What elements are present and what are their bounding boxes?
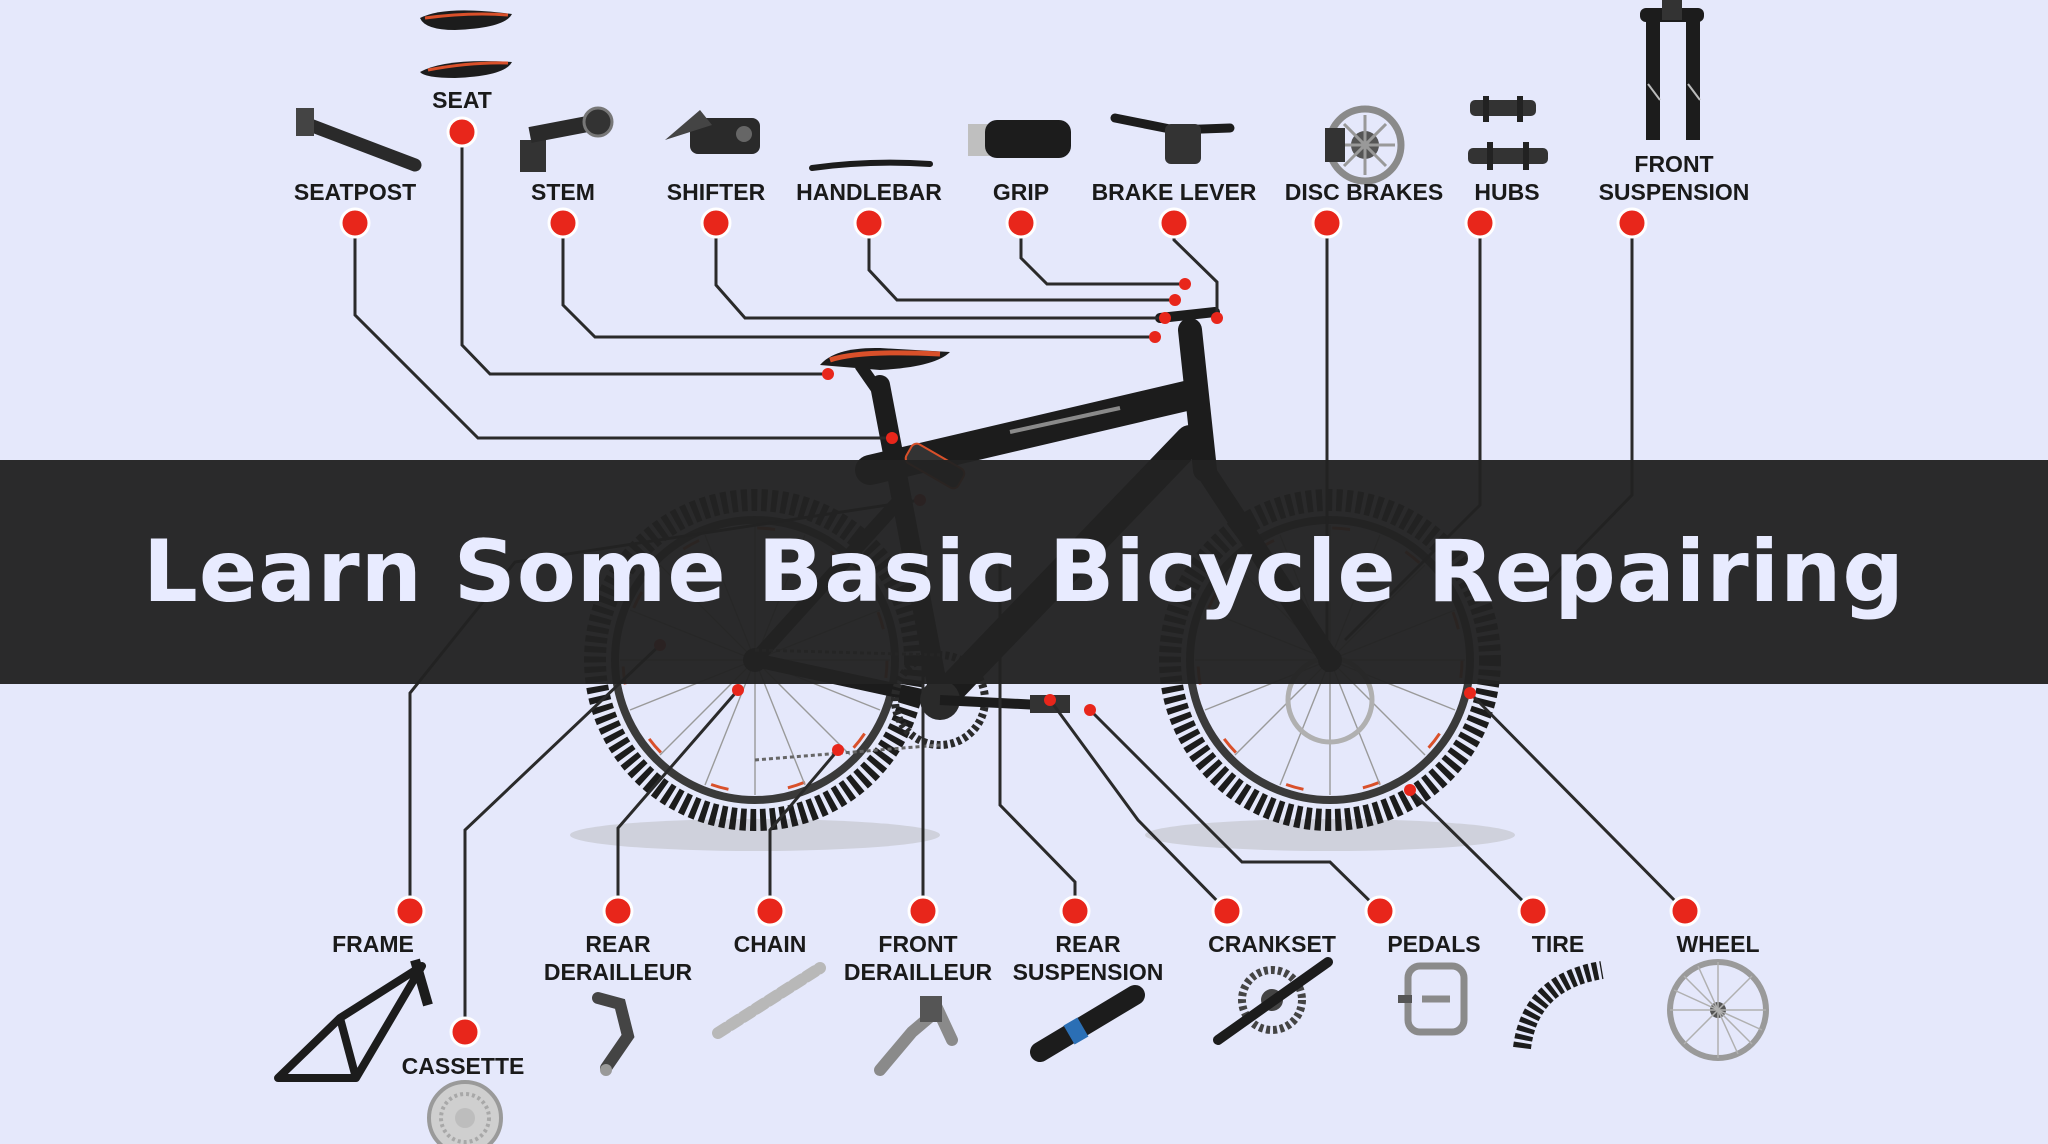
disc-brake-icon — [1325, 105, 1405, 185]
label-wheel: WHEEL — [1676, 931, 1759, 957]
label-front-derailleur-line1: FRONT — [878, 931, 957, 957]
title-banner: Learn Some Basic Bicycle Repairing — [0, 460, 2048, 684]
label-frame: FRAME — [332, 931, 414, 957]
label-hubs: HUBS — [1474, 179, 1539, 205]
label-front-derailleur-line2: DERAILLEUR — [844, 959, 993, 985]
label-stem: STEM — [531, 179, 595, 205]
label-disc-brakes: DISC BRAKES — [1285, 179, 1443, 205]
label-tire: TIRE — [1532, 931, 1584, 957]
label-rear-derailleur-line1: REAR — [585, 931, 651, 957]
label-pedals: PEDALS — [1387, 931, 1480, 957]
handlebar-icon — [809, 159, 933, 171]
tire-icon — [1513, 961, 1604, 1050]
seatpost-icon — [296, 108, 422, 172]
hubs-icon — [1468, 96, 1548, 170]
label-brake-lever: BRAKE LEVER — [1092, 179, 1257, 205]
pedals-icon — [1398, 962, 1468, 1036]
chain-icon — [712, 962, 826, 1039]
label-cassette: CASSETTE — [402, 1053, 525, 1079]
stem-icon — [520, 106, 614, 172]
label-seatpost: SEATPOST — [294, 179, 416, 205]
rear-derailleur-icon — [592, 992, 635, 1076]
frame-icon — [274, 958, 433, 1082]
brake-lever-icon — [1110, 113, 1235, 164]
label-chain: CHAIN — [734, 931, 807, 957]
callout-dots — [339, 116, 1701, 1048]
seat-icon — [420, 10, 512, 78]
label-grip: GRIP — [993, 179, 1049, 205]
cassette-icon — [427, 1080, 503, 1144]
label-shifter: SHIFTER — [667, 179, 766, 205]
crankset-icon — [1213, 957, 1333, 1045]
label-rear-suspension-line2: SUSPENSION — [1013, 959, 1164, 985]
label-front-suspension-line2: SUSPENSION — [1599, 179, 1750, 205]
label-crankset: CRANKSET — [1208, 931, 1336, 957]
label-rear-derailleur-line2: DERAILLEUR — [544, 959, 693, 985]
front-suspension-icon — [1640, 0, 1704, 140]
grip-icon — [968, 120, 1071, 158]
part-labels-bottom: FRAME CASSETTE REAR DERAILLEUR CHAIN FRO… — [332, 931, 1759, 1079]
label-front-suspension-line1: FRONT — [1634, 151, 1713, 177]
label-rear-suspension-line1: REAR — [1055, 931, 1121, 957]
front-derailleur-icon — [874, 996, 958, 1076]
part-labels-top: SEAT SEATPOST STEM SHIFTER HANDLEBAR GRI… — [294, 87, 1750, 205]
label-seat: SEAT — [432, 87, 492, 113]
page-title: Learn Some Basic Bicycle Repairing — [143, 522, 1905, 622]
wheel-icon — [1667, 959, 1769, 1061]
shifter-icon — [665, 110, 760, 154]
rear-suspension-icon — [1030, 985, 1145, 1062]
label-handlebar: HANDLEBAR — [796, 179, 942, 205]
